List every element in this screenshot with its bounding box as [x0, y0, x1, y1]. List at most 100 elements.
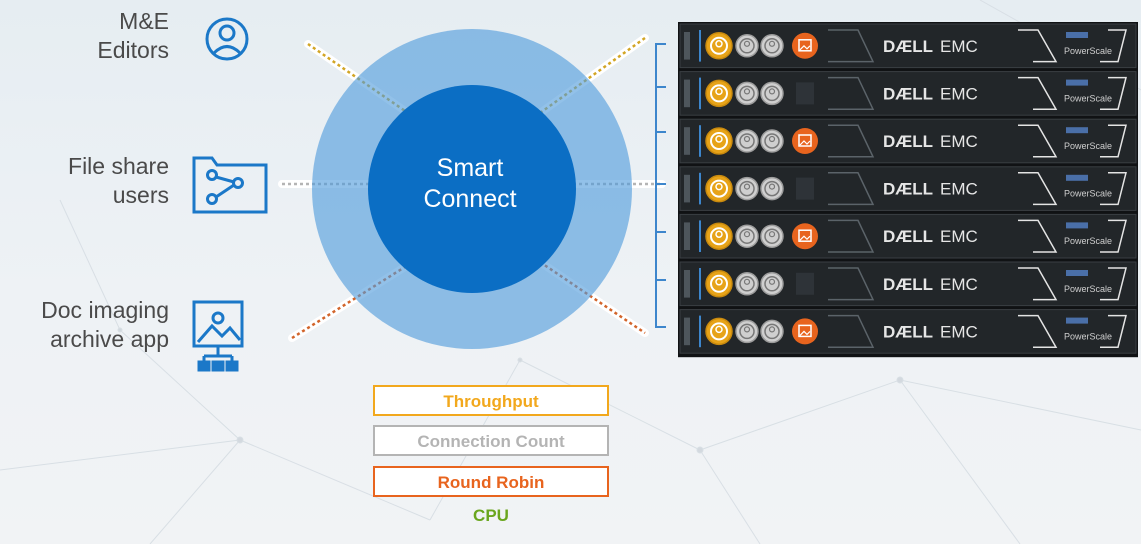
bezel-left — [828, 76, 875, 110]
product-label: PowerScale — [1064, 331, 1112, 341]
bezel-end — [1100, 314, 1127, 348]
connection-user-icon-head — [768, 183, 776, 190]
round-robin-image-frame — [798, 134, 812, 147]
product-badge — [1066, 222, 1088, 229]
legend-throughput: Throughput — [373, 385, 609, 416]
client-label-line: archive app — [50, 326, 169, 352]
brand-logo: DÆLL — [883, 180, 933, 199]
brand-logo-emc: EMC — [940, 275, 978, 294]
connection-user-icon-head — [743, 231, 751, 238]
hub-label-line: Smart — [436, 154, 504, 182]
throughput-user-icon-ring — [710, 179, 728, 198]
client-label-editors: M&E Editors — [97, 7, 169, 65]
round-robin-image-icon — [792, 223, 818, 250]
product-badge — [1066, 79, 1088, 86]
client-label-fileshare: File share users — [68, 152, 169, 210]
throughput-user-icon-head — [715, 230, 723, 238]
round-robin-image-mountain — [799, 330, 811, 336]
throughput-user-icon-head — [715, 135, 723, 143]
bezel-end — [1100, 172, 1127, 206]
product-label: PowerScale — [1064, 141, 1112, 151]
bezel-left — [828, 267, 875, 301]
connection-user-icon-head — [768, 88, 776, 95]
client-label-line: Doc imaging — [41, 297, 169, 323]
bezel-end — [1100, 267, 1127, 301]
connection-user-icon-ring — [739, 180, 755, 197]
throughput-user-icon-head — [715, 325, 723, 334]
connection-user-icon-ring — [764, 133, 780, 149]
connection-user-icon-head — [768, 326, 776, 333]
server-handle — [684, 127, 690, 155]
product-badge — [1066, 317, 1088, 324]
round-robin-image-frame — [798, 324, 812, 338]
throughput-user-icon-head — [715, 278, 723, 286]
bezel-right — [1018, 29, 1058, 63]
brand-logo-emc: EMC — [940, 132, 978, 151]
throughput-user-icon-ring — [710, 132, 728, 150]
share-folder-icon — [192, 156, 268, 214]
round-robin-image-mountain — [799, 44, 811, 51]
connection-user-icon-ring — [739, 133, 755, 149]
brand-logo-emc: EMC — [940, 37, 978, 56]
throughput-user-icon-ring — [710, 227, 728, 246]
connection-user-icon-ring — [739, 323, 755, 340]
throughput-user-icon — [705, 317, 733, 346]
brand-logo: DÆLL — [883, 84, 933, 103]
server-handle — [684, 32, 690, 60]
bezel-left — [828, 29, 875, 63]
throughput-user-icon-head — [715, 87, 723, 96]
throughput-user-icon — [705, 174, 733, 203]
legend-round-robin: Round Robin — [373, 466, 609, 497]
round-robin-image-mountain — [799, 235, 811, 241]
brand-logo: DÆLL — [883, 275, 933, 294]
connection-user-icon-head — [768, 278, 776, 285]
hub-label: Smart Connect — [395, 153, 545, 215]
client-label-line: M&E — [119, 8, 169, 34]
client-label-line: File share — [68, 153, 169, 179]
connection-user-icon-ring — [764, 38, 780, 54]
client-label-line: users — [112, 182, 169, 208]
throughput-user-icon-head — [715, 40, 723, 48]
bezel-left — [828, 219, 875, 253]
connection-user-icon-ring — [739, 276, 755, 292]
throughput-user-icon — [705, 32, 733, 60]
connection-user-icon-ring — [764, 323, 780, 340]
connection-user-icon-ring — [764, 228, 780, 244]
product-badge — [1066, 127, 1088, 134]
connection-user-icon-head — [768, 40, 776, 47]
legend-connection-count: Connection Count — [373, 425, 609, 456]
bezel-right — [1018, 267, 1058, 301]
bezel-end — [1100, 29, 1127, 63]
round-robin-image-icon — [792, 32, 818, 59]
bezel-right — [1018, 314, 1058, 348]
bezel-left — [828, 314, 875, 348]
product-label: PowerScale — [1064, 93, 1112, 103]
connection-user-icon-ring — [739, 228, 755, 244]
connection-user-icon-ring — [739, 38, 755, 54]
server-node: DÆLL EMC PowerScale — [679, 261, 1137, 307]
server-handle — [684, 79, 690, 108]
product-label: PowerScale — [1064, 284, 1112, 294]
server-handle — [684, 174, 690, 203]
bezel-right — [1018, 172, 1058, 206]
server-handle — [684, 222, 690, 250]
legend-cpu: CPU — [473, 506, 509, 525]
connection-user-icon-ring — [764, 180, 780, 197]
throughput-user-icon — [705, 79, 733, 108]
throughput-user-icon-ring — [710, 322, 728, 341]
connection-user-icon-head — [743, 326, 751, 333]
connection-user-icon-head — [768, 231, 776, 238]
round-robin-image-mountain — [799, 140, 811, 146]
round-robin-image-icon — [792, 318, 818, 345]
bezel-end — [1100, 219, 1127, 253]
brand-logo-emc: EMC — [940, 322, 978, 341]
connection-user-icon-head — [768, 135, 776, 143]
round-robin-image-icon — [792, 128, 818, 154]
empty-drive-slot — [796, 272, 814, 295]
throughput-user-icon — [705, 222, 733, 250]
